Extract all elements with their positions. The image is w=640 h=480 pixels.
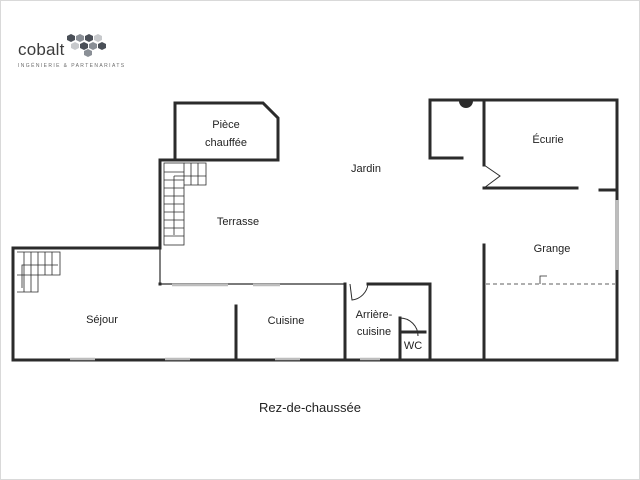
label-arriere-cuisine-2: cuisine xyxy=(357,326,391,338)
grange-mark xyxy=(539,275,547,284)
logo-name: cobalt xyxy=(18,40,65,59)
hexagon-cluster-icon xyxy=(67,34,106,57)
label-jardin: Jardin xyxy=(351,163,381,175)
label-ecurie: Écurie xyxy=(532,133,563,146)
label-wc: WC xyxy=(404,340,422,352)
windows xyxy=(70,200,619,361)
label-piece-chauffee-1: Pièce xyxy=(212,119,240,131)
label-terrasse: Terrasse xyxy=(217,216,259,228)
staircase-terrace xyxy=(163,162,207,246)
label-piece-chauffee-2: chauffée xyxy=(205,137,247,149)
doors xyxy=(349,164,501,337)
terrace-wall xyxy=(159,248,345,285)
floor-caption: Rez-de-chaussée xyxy=(259,400,361,415)
post-icon xyxy=(459,101,473,108)
label-arriere-cuisine-1: Arrière- xyxy=(356,309,393,321)
staircase-sejour xyxy=(17,251,61,293)
label-cuisine: Cuisine xyxy=(268,315,305,327)
logo-tagline: INGÉNIERIE & PARTENARIATS xyxy=(18,63,126,69)
label-sejour: Séjour xyxy=(86,314,118,326)
label-grange: Grange xyxy=(534,243,571,255)
